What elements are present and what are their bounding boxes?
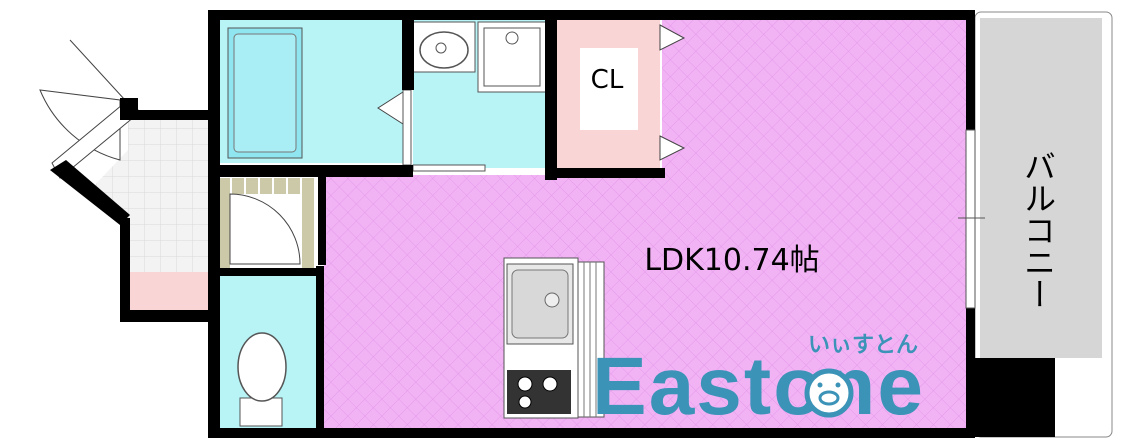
balcony (974, 11, 1113, 438)
logo-kana-text: いぃすとん (808, 332, 918, 357)
pig-icon (804, 368, 854, 418)
ldk-label: LDK10.74帖 (644, 243, 819, 278)
closet (557, 20, 686, 168)
entrance (39, 39, 208, 312)
kitchen (503, 257, 605, 419)
walls (50, 10, 975, 438)
hall-door (218, 175, 324, 273)
ldk-room (320, 20, 968, 430)
balcony-window (958, 129, 985, 309)
logo-main-text: Eastone (592, 341, 925, 432)
eastone-logo: Eastone いぃすとん (592, 332, 925, 432)
washroom (412, 20, 553, 172)
balcony-label: バルコニー (1019, 150, 1057, 310)
toilet-room (218, 272, 318, 430)
bathroom (220, 20, 412, 166)
closet-label: CL (591, 65, 624, 95)
